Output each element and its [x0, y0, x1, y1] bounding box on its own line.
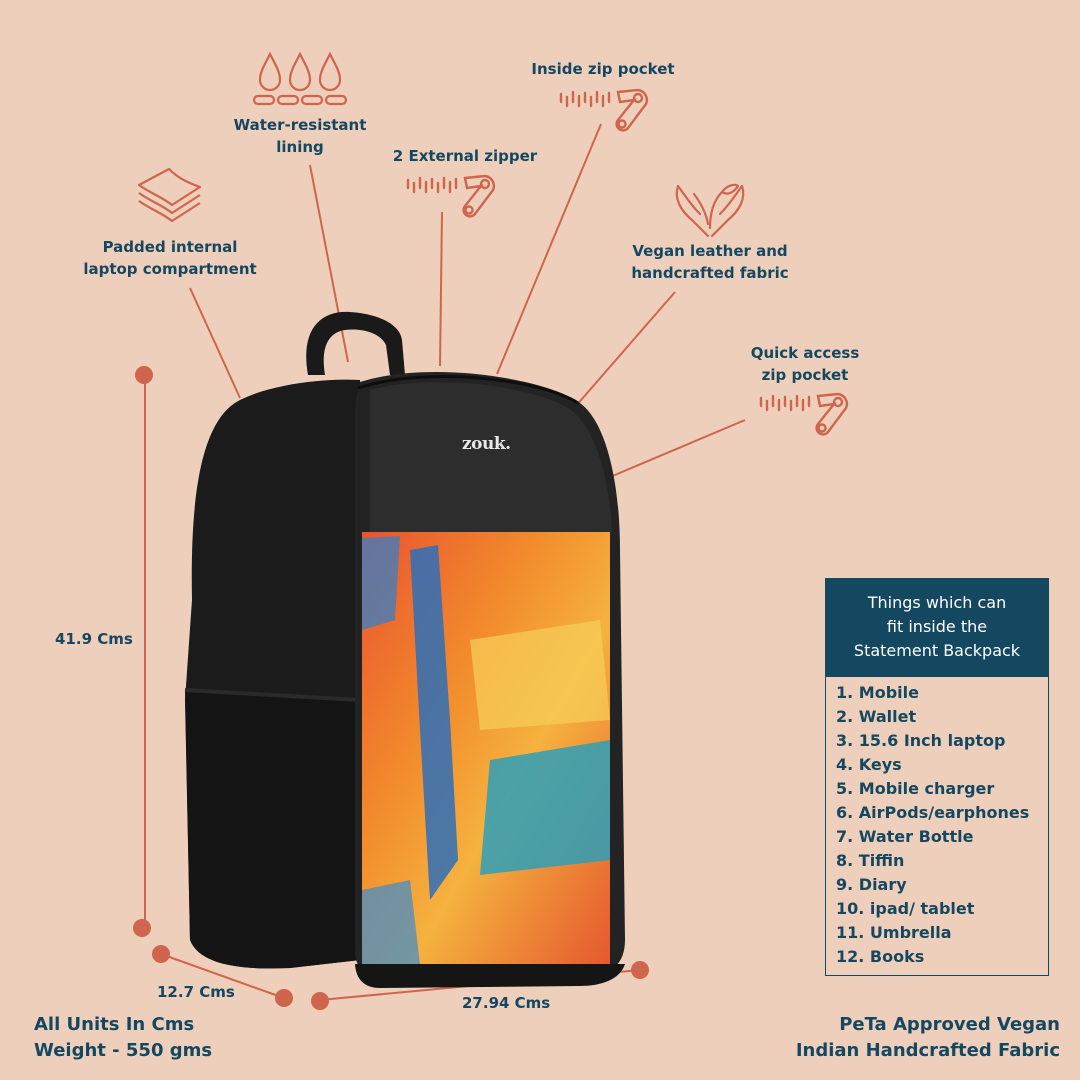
zipper-icon — [559, 88, 649, 132]
feature-quick-label: Quick access zip pocket — [750, 344, 860, 384]
list-item: 7. Water Bottle — [836, 827, 974, 846]
feature-water-label: Water-resistant lining — [233, 116, 367, 156]
layers-icon — [137, 167, 202, 223]
depth-right-marker — [275, 989, 293, 1007]
feature-padded-label: Padded internal laptop compartment — [83, 238, 257, 278]
list-item: 2. Wallet — [836, 707, 917, 726]
list-item: 8. Tiffin — [836, 851, 905, 870]
brand-logo: zouk. — [462, 434, 511, 454]
height-top-marker — [135, 366, 153, 384]
panel-title: Things which can fit inside the Statemen… — [826, 579, 1048, 677]
list-item: 6. AirPods/earphones — [836, 803, 1030, 822]
width-left-marker — [311, 992, 329, 1010]
feature-external-label: 2 External zipper — [392, 147, 538, 165]
height-bottom-marker — [133, 919, 151, 937]
backpack-image — [184, 311, 625, 988]
list-item: 3. 15.6 Inch laptop — [836, 731, 1006, 750]
fits-inside-list: 1. Mobile 2. Wallet 3. 15.6 Inch laptop … — [826, 677, 1048, 969]
hands-plant-icon — [675, 183, 745, 238]
depth-left-marker — [152, 945, 170, 963]
height-dimension-label: 41.9 Cms — [55, 630, 133, 648]
certification-note: PeTa Approved Vegan Indian Handcrafted F… — [795, 1014, 1060, 1061]
list-item: 12. Books — [836, 947, 925, 966]
feature-inside-label: Inside zip pocket — [531, 60, 675, 78]
units-weight-note: All Units In Cms Weight - 550 gms — [34, 1014, 213, 1061]
list-item: 9. Diary — [836, 875, 907, 894]
zipper-icon — [406, 174, 496, 218]
list-item: 11. Umbrella — [836, 923, 952, 942]
width-right-marker — [631, 961, 649, 979]
list-item: 4. Keys — [836, 755, 902, 774]
fits-inside-panel: Things which can fit inside the Statemen… — [825, 578, 1049, 976]
feature-vegan-label: Vegan leather and handcrafted fabric — [631, 242, 789, 282]
list-item: 5. Mobile charger — [836, 779, 995, 798]
width-dimension-label: 27.94 Cms — [462, 994, 551, 1012]
list-item: 10. ipad/ tablet — [836, 899, 975, 918]
zipper-icon — [759, 392, 849, 436]
list-item: 1. Mobile — [836, 683, 919, 702]
water-drops-icon — [252, 51, 348, 106]
depth-dimension-label: 12.7 Cms — [157, 983, 235, 1001]
